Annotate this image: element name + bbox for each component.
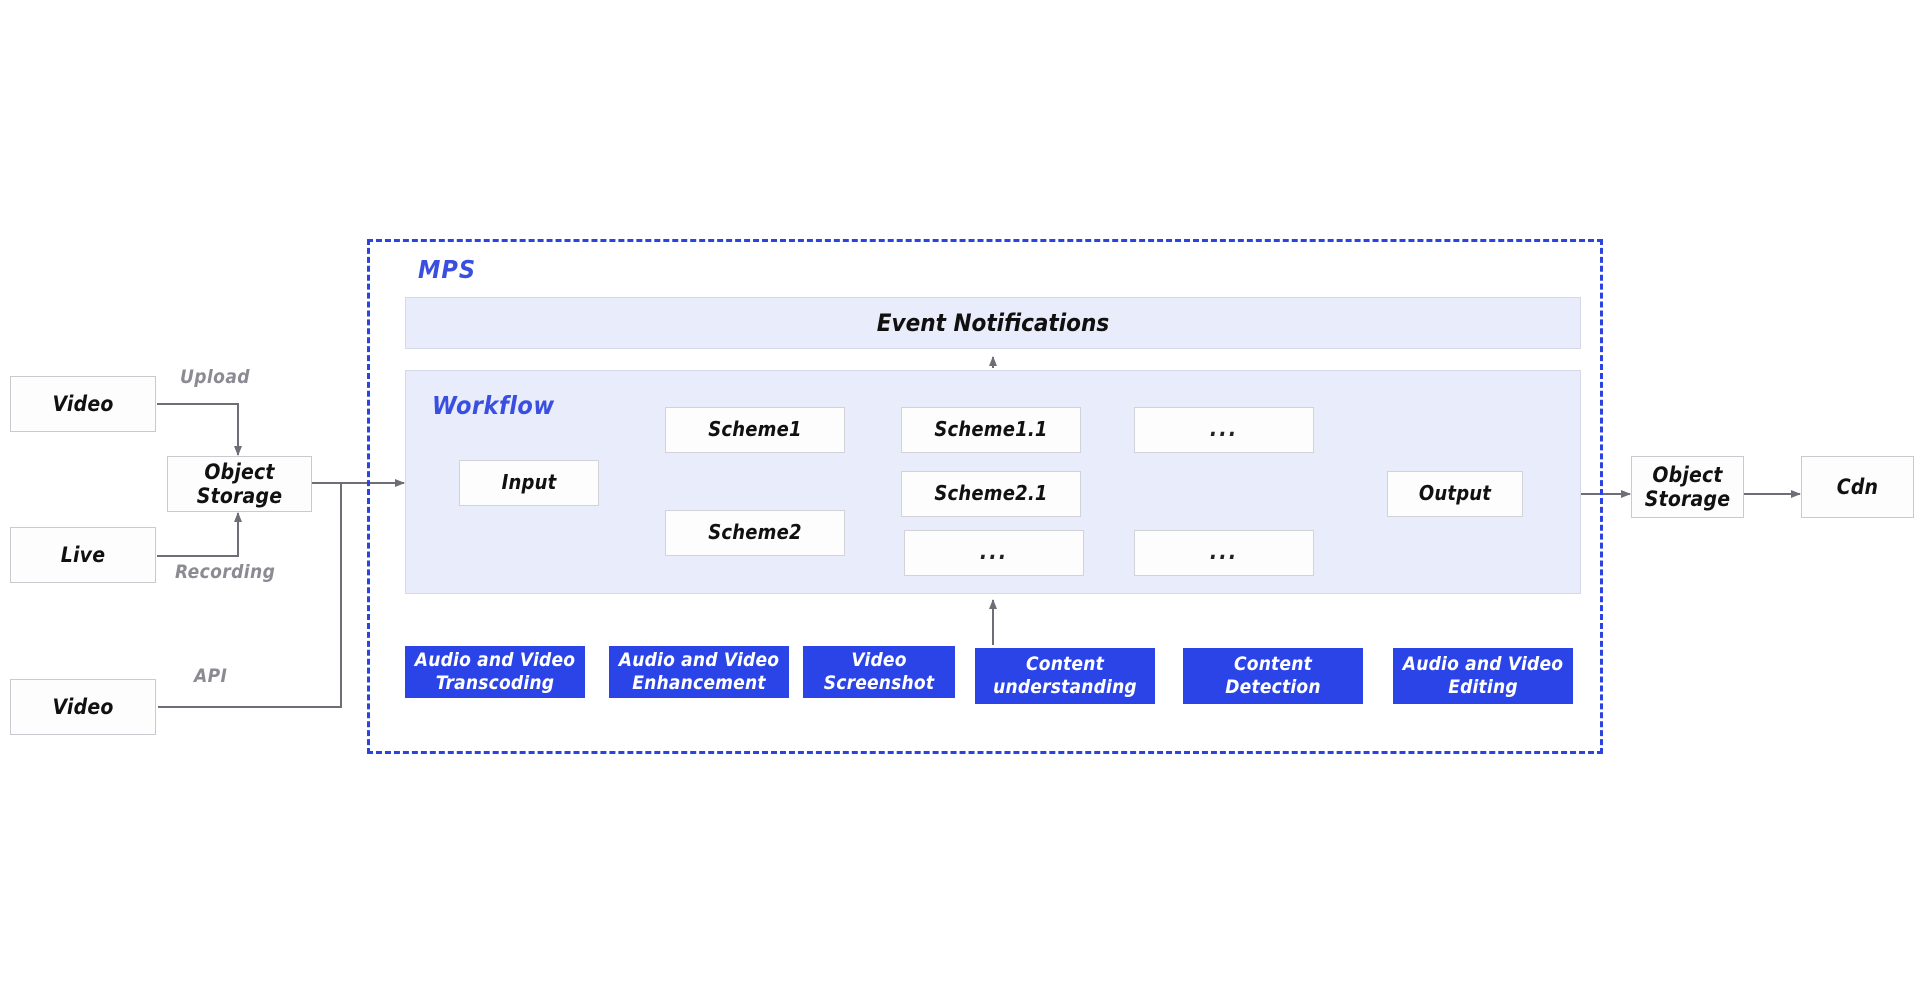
workflow-node-scheme2-more-2[interactable]: ... xyxy=(1134,530,1314,576)
ingest-object-storage-label: Object Storage xyxy=(196,459,283,508)
mps-container xyxy=(367,239,1603,754)
edge-label-api: API xyxy=(194,665,228,687)
service-button-content-detection[interactable]: Content Detection xyxy=(1183,648,1363,704)
workflow-node-label: Input xyxy=(501,470,557,495)
workflow-node-label: Scheme1.1 xyxy=(934,417,1048,442)
source-label: Video xyxy=(52,391,114,416)
edge-label-recording: Recording xyxy=(175,561,276,583)
source-node-video-upload[interactable]: Video xyxy=(10,376,156,432)
source-label: Video xyxy=(52,694,114,719)
egress-object-storage[interactable]: Object Storage xyxy=(1631,456,1744,518)
service-button-audio-video-editing[interactable]: Audio and Video Editing xyxy=(1393,648,1573,704)
workflow-node-label: Output xyxy=(1418,481,1492,506)
workflow-node-label: Scheme2 xyxy=(708,520,802,545)
workflow-node-scheme1-more[interactable]: ... xyxy=(1134,407,1314,453)
service-button-audio-video-enhancement[interactable]: Audio and Video Enhancement xyxy=(609,646,789,698)
workflow-node-label: Scheme1 xyxy=(708,417,802,442)
workflow-node-scheme2[interactable]: Scheme2 xyxy=(665,510,845,556)
mps-title: MPS xyxy=(418,255,477,284)
egress-cdn-label: Cdn xyxy=(1836,474,1879,499)
service-button-audio-video-transcoding[interactable]: Audio and Video Transcoding xyxy=(405,646,585,698)
workflow-node-output[interactable]: Output xyxy=(1387,471,1523,517)
workflow-node-label: ... xyxy=(979,540,1009,566)
workflow-node-label: ... xyxy=(1209,417,1239,443)
egress-cdn[interactable]: Cdn xyxy=(1801,456,1914,518)
service-label: Video Screenshot xyxy=(823,649,935,694)
service-label: Audio and Video Transcoding xyxy=(414,649,576,694)
workflow-node-scheme1[interactable]: Scheme1 xyxy=(665,407,845,453)
event-notifications-label: Event Notifications xyxy=(876,309,1110,337)
service-label: Content Detection xyxy=(1225,653,1321,698)
egress-object-storage-label: Object Storage xyxy=(1644,462,1731,511)
service-button-video-screenshot[interactable]: Video Screenshot xyxy=(803,646,955,698)
service-label: Audio and Video Enhancement xyxy=(618,649,780,694)
workflow-node-label: ... xyxy=(1209,540,1239,566)
edge-label-upload: Upload xyxy=(180,366,250,388)
workflow-node-scheme2-1[interactable]: Scheme2.1 xyxy=(901,471,1081,517)
service-label: Audio and Video Editing xyxy=(1402,653,1564,698)
ingest-object-storage[interactable]: Object Storage xyxy=(167,456,312,512)
service-button-content-understanding[interactable]: Content understanding xyxy=(975,648,1155,704)
workflow-node-input[interactable]: Input xyxy=(459,460,599,506)
workflow-title: Workflow xyxy=(432,391,555,420)
workflow-node-scheme2-more-1[interactable]: ... xyxy=(904,530,1084,576)
workflow-node-scheme1-1[interactable]: Scheme1.1 xyxy=(901,407,1081,453)
event-notifications-panel[interactable]: Event Notifications xyxy=(405,297,1581,349)
service-label: Content understanding xyxy=(993,653,1137,698)
workflow-node-label: Scheme2.1 xyxy=(934,481,1048,506)
source-label: Live xyxy=(60,542,106,567)
source-node-live[interactable]: Live xyxy=(10,527,156,583)
source-node-video-api[interactable]: Video xyxy=(10,679,156,735)
